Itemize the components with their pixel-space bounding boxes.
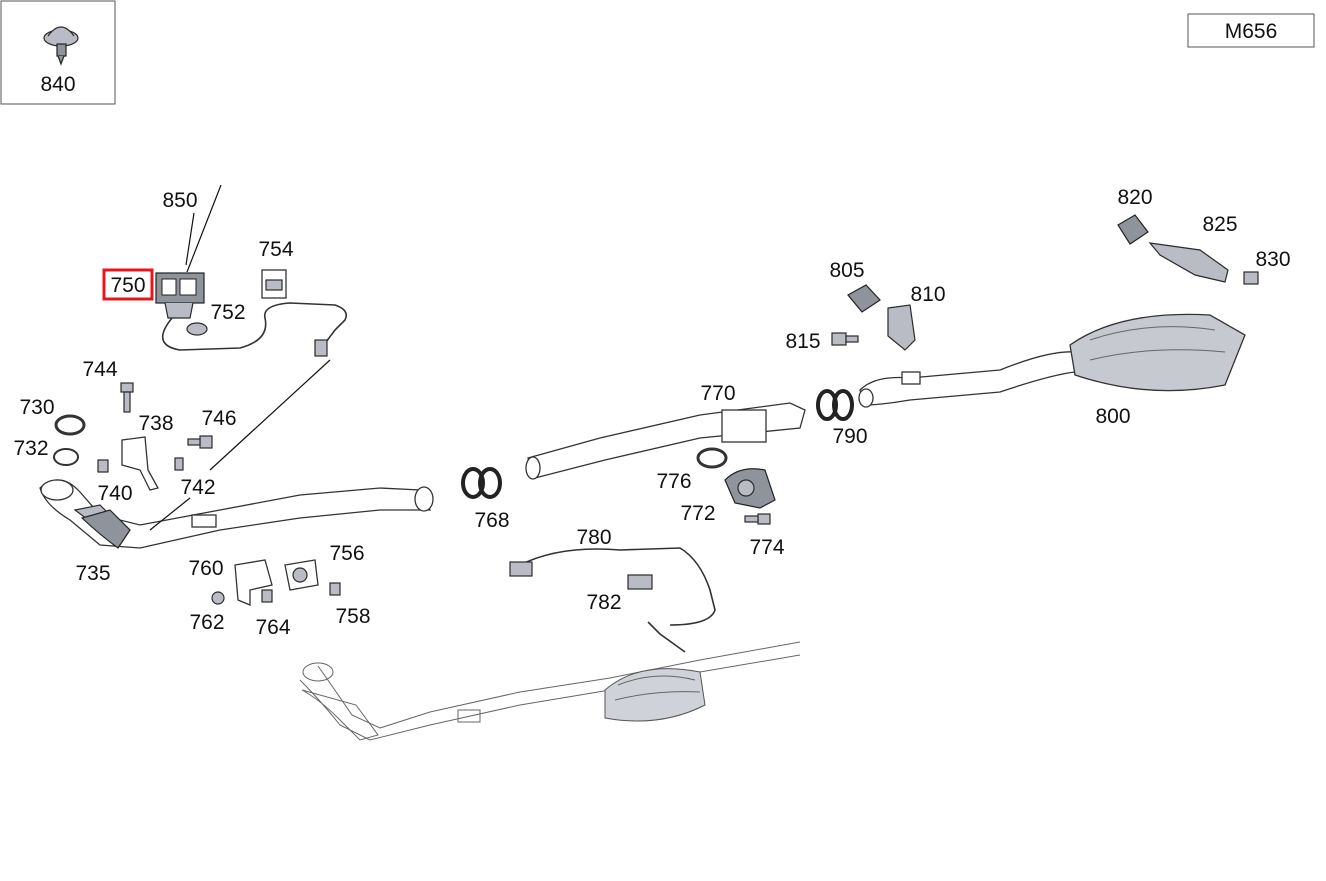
selected-part-highlight — [102, 268, 154, 301]
exhaust-overview — [299, 641, 801, 741]
connector-782[interactable] — [627, 574, 653, 590]
label-750[interactable]: 750 — [110, 274, 145, 297]
label-850[interactable]: 850 — [162, 189, 197, 212]
clamp-790[interactable] — [816, 389, 854, 421]
rubber-mount-820[interactable] — [1117, 214, 1149, 245]
sensor-lead-780[interactable] — [509, 547, 716, 653]
label-815[interactable]: 815 — [785, 330, 820, 353]
label-774[interactable]: 774 — [749, 536, 784, 559]
sensor-754[interactable] — [261, 269, 287, 299]
bolt-815[interactable] — [831, 332, 859, 346]
label-772[interactable]: 772 — [680, 502, 715, 525]
label-830[interactable]: 830 — [1255, 248, 1290, 271]
rear-silencer-800[interactable] — [858, 313, 1246, 408]
label-758[interactable]: 758 — [335, 605, 370, 628]
clamp-776[interactable] — [696, 447, 728, 469]
rubber-mount-805[interactable] — [847, 284, 881, 313]
label-746[interactable]: 746 — [201, 407, 236, 430]
bolt-744[interactable] — [120, 382, 134, 413]
label-742[interactable]: 742 — [180, 476, 215, 499]
clamp-730[interactable] — [54, 414, 86, 436]
label-780[interactable]: 780 — [576, 526, 611, 549]
bracket-810[interactable] — [887, 304, 916, 351]
label-754[interactable]: 754 — [258, 238, 293, 261]
label-810[interactable]: 810 — [910, 283, 945, 306]
clip-icon — [43, 26, 79, 66]
hanger-756[interactable] — [284, 559, 319, 591]
label-744[interactable]: 744 — [82, 358, 117, 381]
intermediate-pipe-770[interactable] — [525, 402, 806, 480]
sensor-wire — [162, 302, 348, 351]
clamp-768[interactable] — [461, 467, 502, 499]
label-752[interactable]: 752 — [210, 301, 245, 324]
part-labels: 850 750 752 754 744 730 732 738 746 740 … — [13, 186, 1290, 639]
label-776[interactable]: 776 — [656, 470, 691, 493]
label-732[interactable]: 732 — [13, 437, 48, 460]
leader-lines — [149, 184, 331, 531]
bolt-830[interactable] — [1243, 271, 1259, 285]
actuator-772[interactable] — [724, 468, 776, 509]
label-805[interactable]: 805 — [829, 259, 864, 282]
label-756[interactable]: 756 — [329, 542, 364, 565]
label-790[interactable]: 790 — [832, 425, 867, 448]
bolt-758[interactable] — [329, 582, 341, 596]
label-825[interactable]: 825 — [1202, 213, 1237, 236]
nut-762[interactable] — [211, 591, 225, 605]
inset-label[interactable]: 840 — [40, 73, 75, 96]
label-770[interactable]: 770 — [700, 382, 735, 405]
engine-code: M656 — [1225, 20, 1278, 43]
label-735[interactable]: 735 — [75, 562, 110, 585]
label-738[interactable]: 738 — [138, 412, 173, 435]
label-762[interactable]: 762 — [189, 611, 224, 634]
bolt-746[interactable] — [187, 435, 213, 449]
bolt-774[interactable] — [744, 513, 771, 525]
sensor-probe — [314, 339, 328, 357]
label-820[interactable]: 820 — [1117, 186, 1152, 209]
label-740[interactable]: 740 — [97, 482, 132, 505]
front-pipe-735[interactable] — [39, 479, 434, 549]
label-730[interactable]: 730 — [19, 396, 54, 419]
gasket-732[interactable] — [53, 448, 79, 466]
engine-code-box: M656 — [1187, 13, 1315, 48]
bracket-738[interactable] — [97, 436, 184, 491]
bolt-764[interactable] — [261, 589, 273, 603]
label-800[interactable]: 800 — [1095, 405, 1130, 428]
inset-box-840[interactable]: 840 — [0, 0, 116, 105]
label-764[interactable]: 764 — [255, 616, 290, 639]
label-782[interactable]: 782 — [586, 591, 621, 614]
label-768[interactable]: 768 — [474, 509, 509, 532]
bracket-825[interactable] — [1148, 242, 1229, 283]
label-760[interactable]: 760 — [188, 557, 223, 580]
bracket-760[interactable] — [234, 559, 273, 606]
nut-752[interactable] — [186, 322, 208, 336]
sensor-module-750[interactable] — [155, 272, 205, 319]
